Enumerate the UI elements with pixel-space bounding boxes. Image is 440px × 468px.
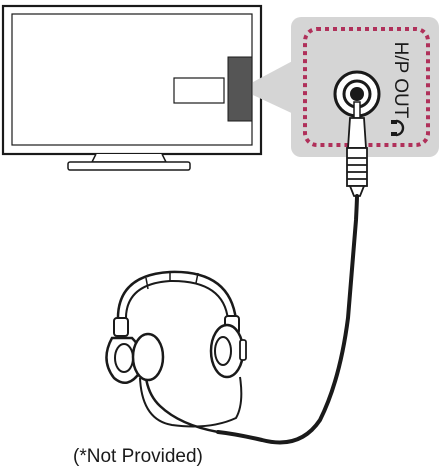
tv [1, 4, 263, 171]
port-label: H/P OUT [390, 42, 411, 119]
headphone-icon [391, 119, 405, 137]
headphone-cable [216, 194, 359, 445]
audio-plug [346, 101, 368, 197]
zoom-connector [240, 57, 300, 117]
headphones [105, 270, 247, 434]
port-dotted-border [303, 27, 430, 147]
caption: (*Not Provided) [73, 446, 203, 467]
tv-back-panel [173, 77, 225, 104]
tv-stand [67, 153, 191, 171]
side-port-strip [227, 56, 253, 122]
